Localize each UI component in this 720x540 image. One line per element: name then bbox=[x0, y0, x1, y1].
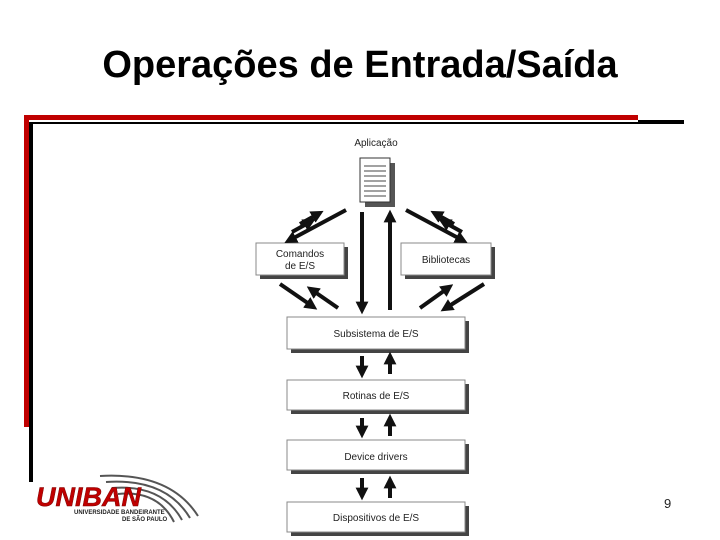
arrow-commands-to-subsystem bbox=[278, 282, 318, 310]
application-doc-lines bbox=[364, 165, 386, 197]
application-label: Aplicação bbox=[354, 138, 398, 149]
page-number: 9 bbox=[664, 496, 672, 511]
arrow-app-to-commands bbox=[284, 208, 347, 244]
commands-node: Comandos de E/S bbox=[255, 242, 348, 279]
libraries-node: Bibliotecas bbox=[400, 242, 495, 279]
subsystem-node: Subsistema de E/S bbox=[286, 316, 469, 353]
arrow-head-commands-up bbox=[299, 210, 324, 226]
frame-top-black-bar bbox=[638, 120, 684, 124]
arrow-head-libraries-up bbox=[430, 210, 455, 226]
arrow-subsystem-to-libraries bbox=[418, 284, 454, 310]
arrow-subsystem-to-commands bbox=[306, 286, 340, 310]
devices-box bbox=[286, 501, 466, 533]
frame-left-black-bar bbox=[29, 122, 33, 482]
subsystem-box bbox=[286, 316, 466, 350]
subsystem-label: Subsistema de E/S bbox=[333, 329, 418, 340]
routines-label: Rotinas de E/S bbox=[343, 391, 410, 402]
devices-node: Dispositivos de E/S bbox=[286, 501, 469, 536]
slide-title: Operações de Entrada/Saída bbox=[102, 44, 618, 86]
application-node: Aplicação bbox=[354, 138, 398, 207]
arrow-libraries-to-subsystem bbox=[440, 282, 486, 312]
commands-label-line1: Comandos bbox=[276, 249, 324, 260]
frame-inner-top-line bbox=[33, 122, 638, 124]
drivers-box bbox=[286, 439, 466, 471]
frame-left-red-bar bbox=[24, 115, 29, 427]
uniban-logo: UNIBAN UNIVERSIDADE BANDEIRANTE DE SÃO P… bbox=[36, 474, 199, 523]
arrow-libraries-to-app bbox=[438, 218, 463, 234]
frame-top-red-bar bbox=[24, 115, 638, 120]
libraries-label: Bibliotecas bbox=[422, 255, 470, 266]
arrow-commands-to-app bbox=[291, 218, 316, 234]
devices-label: Dispositivos de E/S bbox=[333, 513, 419, 524]
commands-label-line2: de E/S bbox=[285, 261, 315, 272]
logo-swoosh bbox=[99, 474, 199, 523]
logo-subtitle-line2: DE SÃO PAULO bbox=[122, 516, 168, 523]
drivers-node: Device drivers bbox=[286, 439, 469, 474]
commands-box bbox=[255, 242, 345, 276]
arrow-app-to-libraries bbox=[405, 208, 468, 244]
routines-node: Rotinas de E/S bbox=[286, 379, 469, 414]
logo-subtitle-line1: UNIVERSIDADE BANDEIRANTE bbox=[74, 510, 165, 516]
libraries-box bbox=[400, 242, 492, 276]
logo-wordmark: UNIBAN bbox=[36, 482, 141, 512]
application-doc-icon bbox=[359, 157, 391, 203]
drivers-label: Device drivers bbox=[344, 452, 407, 463]
routines-box bbox=[286, 379, 466, 411]
